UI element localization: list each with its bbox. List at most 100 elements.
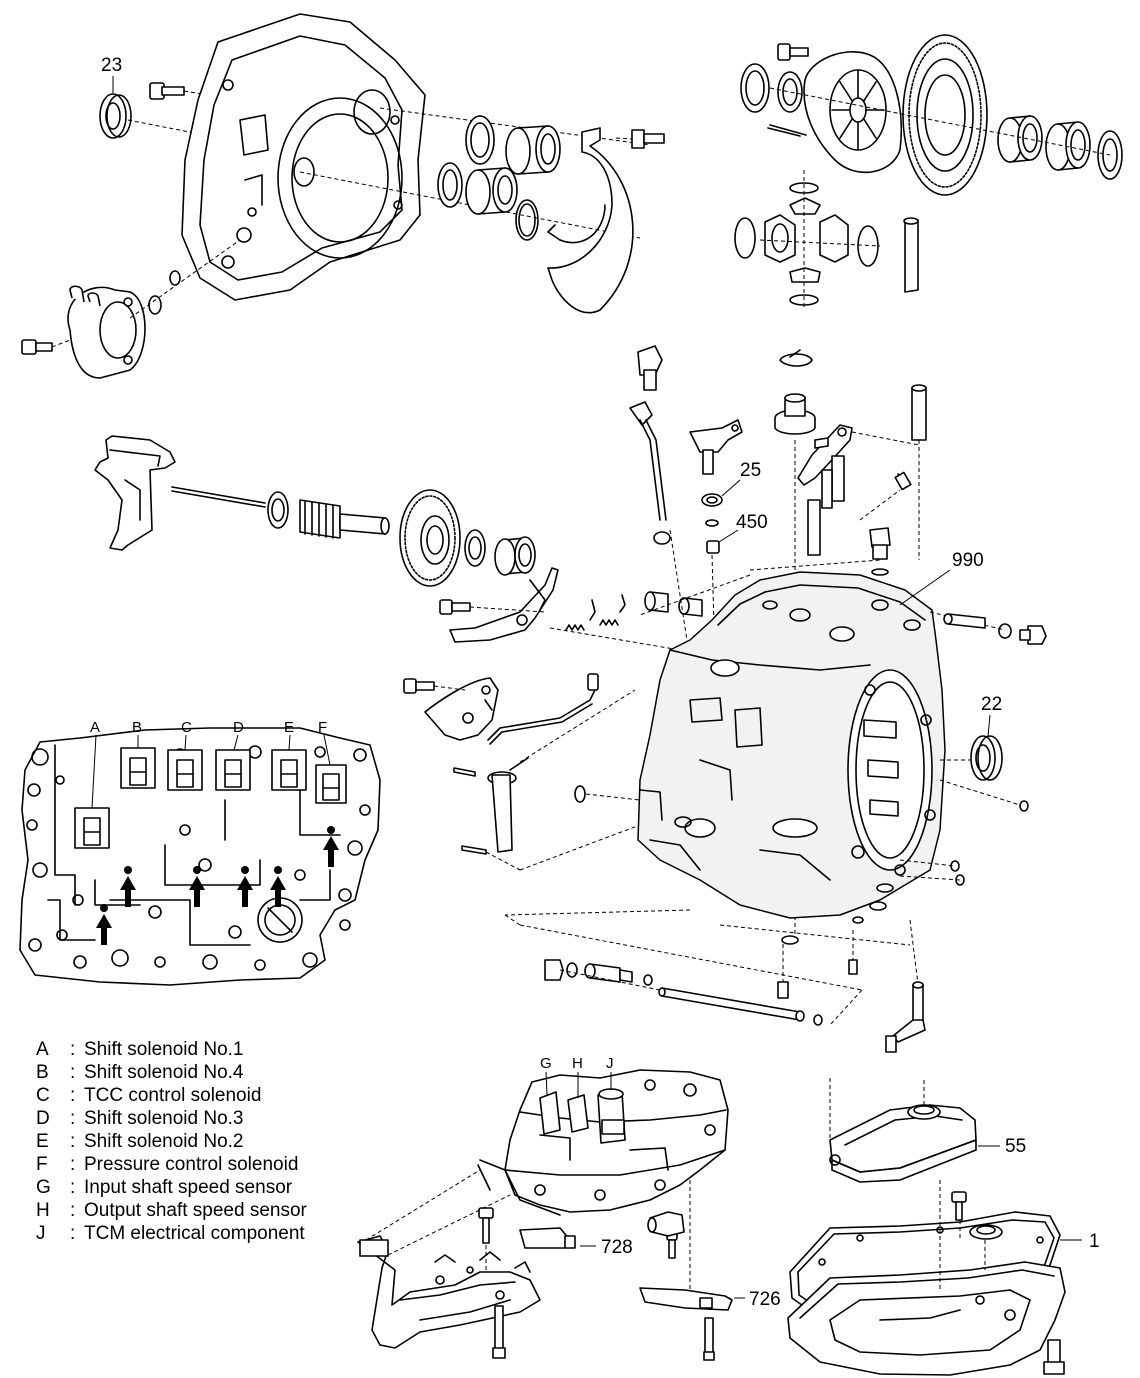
svg-text::: : (70, 1154, 75, 1175)
svg-text:F: F (36, 1154, 48, 1175)
deflector-bolt (631, 129, 665, 149)
callout-728: 728 (601, 1237, 633, 1258)
svg-text:Pressure control solenoid: Pressure control solenoid (84, 1154, 298, 1175)
svg-text:Input shaft speed sensor: Input shaft speed sensor (84, 1177, 293, 1198)
svg-text:J: J (36, 1223, 46, 1244)
case-bolt-top (637, 345, 663, 391)
oil-strainer-55 (829, 1104, 977, 1183)
dipstick (629, 401, 671, 545)
manual-shaft (487, 757, 529, 853)
side-sensor (647, 1211, 685, 1237)
legend-item: B: Shift solenoid No.4 (36, 1062, 244, 1083)
legend-item: C: TCC control solenoid (36, 1085, 261, 1106)
svg-text:TCC control solenoid: TCC control solenoid (84, 1085, 261, 1106)
callout-1: 1 (1089, 1231, 1100, 1252)
control-valve-body-group: G H J (357, 1055, 745, 1361)
callout-labels: 23 25 450 990 22 55 1 728 726 (101, 55, 1100, 1310)
callout-23: 23 (101, 55, 122, 76)
svg-text::: : (70, 1062, 75, 1083)
connector-arrows (96, 826, 339, 945)
differential-case (803, 51, 903, 174)
legend-item: H: Output shaft speed sensor (36, 1200, 308, 1221)
solenoid-letter-c: C (181, 719, 192, 736)
counter-gear (399, 489, 461, 587)
selector-shaft (885, 981, 926, 1053)
lower-shaft-group (519, 924, 863, 1026)
svg-text:TCM electrical component: TCM electrical component (84, 1223, 305, 1244)
callout-990: 990 (952, 550, 984, 571)
svg-text:A: A (36, 1039, 49, 1060)
valve-letter-g: G (540, 1055, 552, 1072)
legend-item: A: Shift solenoid No.1 (36, 1039, 244, 1060)
callout-22: 22 (981, 694, 1002, 715)
solenoid-letter-e: E (284, 719, 294, 736)
solenoid-letter-d: D (233, 719, 244, 736)
transmission-case-990 (637, 571, 946, 919)
solenoid-letter-b: B (132, 719, 142, 736)
ring-gear (902, 34, 988, 196)
solenoid-valve-body: A B C D E F (19, 719, 381, 986)
svg-text:Shift solenoid No.2: Shift solenoid No.2 (84, 1131, 244, 1152)
filter-pan-group (787, 1078, 1082, 1376)
pinion-shaft (299, 499, 390, 539)
svg-text:E: E (36, 1131, 49, 1152)
svg-text:B: B (36, 1062, 49, 1083)
svg-text:Shift solenoid No.1: Shift solenoid No.1 (84, 1039, 244, 1060)
solenoid-d (215, 749, 251, 791)
legend-item: J: TCM electrical component (36, 1223, 305, 1244)
oil-deflector (547, 127, 634, 314)
solenoid-a (74, 807, 110, 849)
differential-group (734, 34, 1123, 310)
svg-text:Shift solenoid No.3: Shift solenoid No.3 (84, 1108, 244, 1129)
wiring-harness-frame (357, 1235, 541, 1349)
legend-item: E: Shift solenoid No.2 (36, 1131, 244, 1152)
drain-plug (869, 527, 891, 576)
converter-housing-group (21, 13, 665, 379)
callout-726: 726 (749, 1289, 781, 1310)
svg-text::: : (70, 1108, 75, 1129)
oil-seal-23 (99, 93, 132, 139)
retainer-seal (774, 349, 816, 435)
solenoid-letter-f: F (318, 719, 327, 736)
svg-text::: : (70, 1085, 75, 1106)
svg-text:Shift solenoid No.4: Shift solenoid No.4 (84, 1062, 244, 1083)
oil-cooler (67, 285, 146, 379)
pan-bolt (1043, 1339, 1065, 1375)
svg-text:H: H (36, 1200, 50, 1221)
svg-text:C: C (36, 1085, 50, 1106)
svg-text:D: D (36, 1108, 50, 1129)
callout-55: 55 (1005, 1136, 1026, 1157)
svg-text:G: G (36, 1177, 51, 1198)
legend: A: Shift solenoid No.1 B: Shift solenoid N… (36, 1039, 308, 1244)
callout-25: 25 (740, 460, 761, 481)
cooler-bolt (21, 339, 53, 355)
svg-text::: : (70, 1039, 75, 1060)
oil-pan (787, 1261, 1066, 1376)
solenoid-c (167, 749, 203, 791)
svg-text::: : (70, 1131, 75, 1152)
valve-letter-h: H (572, 1055, 583, 1072)
sensor-25 (689, 419, 743, 475)
housing-bearings (437, 115, 561, 241)
parking-lever (449, 567, 559, 643)
solenoid-e (271, 749, 307, 791)
upper-valve-body (477, 1069, 729, 1216)
housing-bolt (149, 82, 185, 100)
svg-text::: : (70, 1177, 75, 1198)
legend-item: D: Shift solenoid No.3 (36, 1108, 244, 1129)
svg-text::: : (70, 1200, 75, 1221)
oil-seal-22 (970, 735, 1003, 781)
callout-450: 450 (736, 512, 768, 533)
shaft-gear-group (94, 435, 703, 871)
legend-item: G: Input shaft speed sensor (36, 1177, 293, 1198)
valve-letter-j: J (606, 1055, 614, 1072)
transmission-case-group (504, 345, 1047, 1053)
solenoid-letter-a: A (90, 719, 100, 736)
sensor-728 (519, 1227, 576, 1249)
svg-text:Output shaft speed sensor: Output shaft speed sensor (84, 1200, 308, 1221)
svg-text::: : (70, 1223, 75, 1244)
converter-housing (181, 13, 426, 301)
sensor-726 (639, 1287, 733, 1311)
solenoid-b (120, 747, 156, 789)
